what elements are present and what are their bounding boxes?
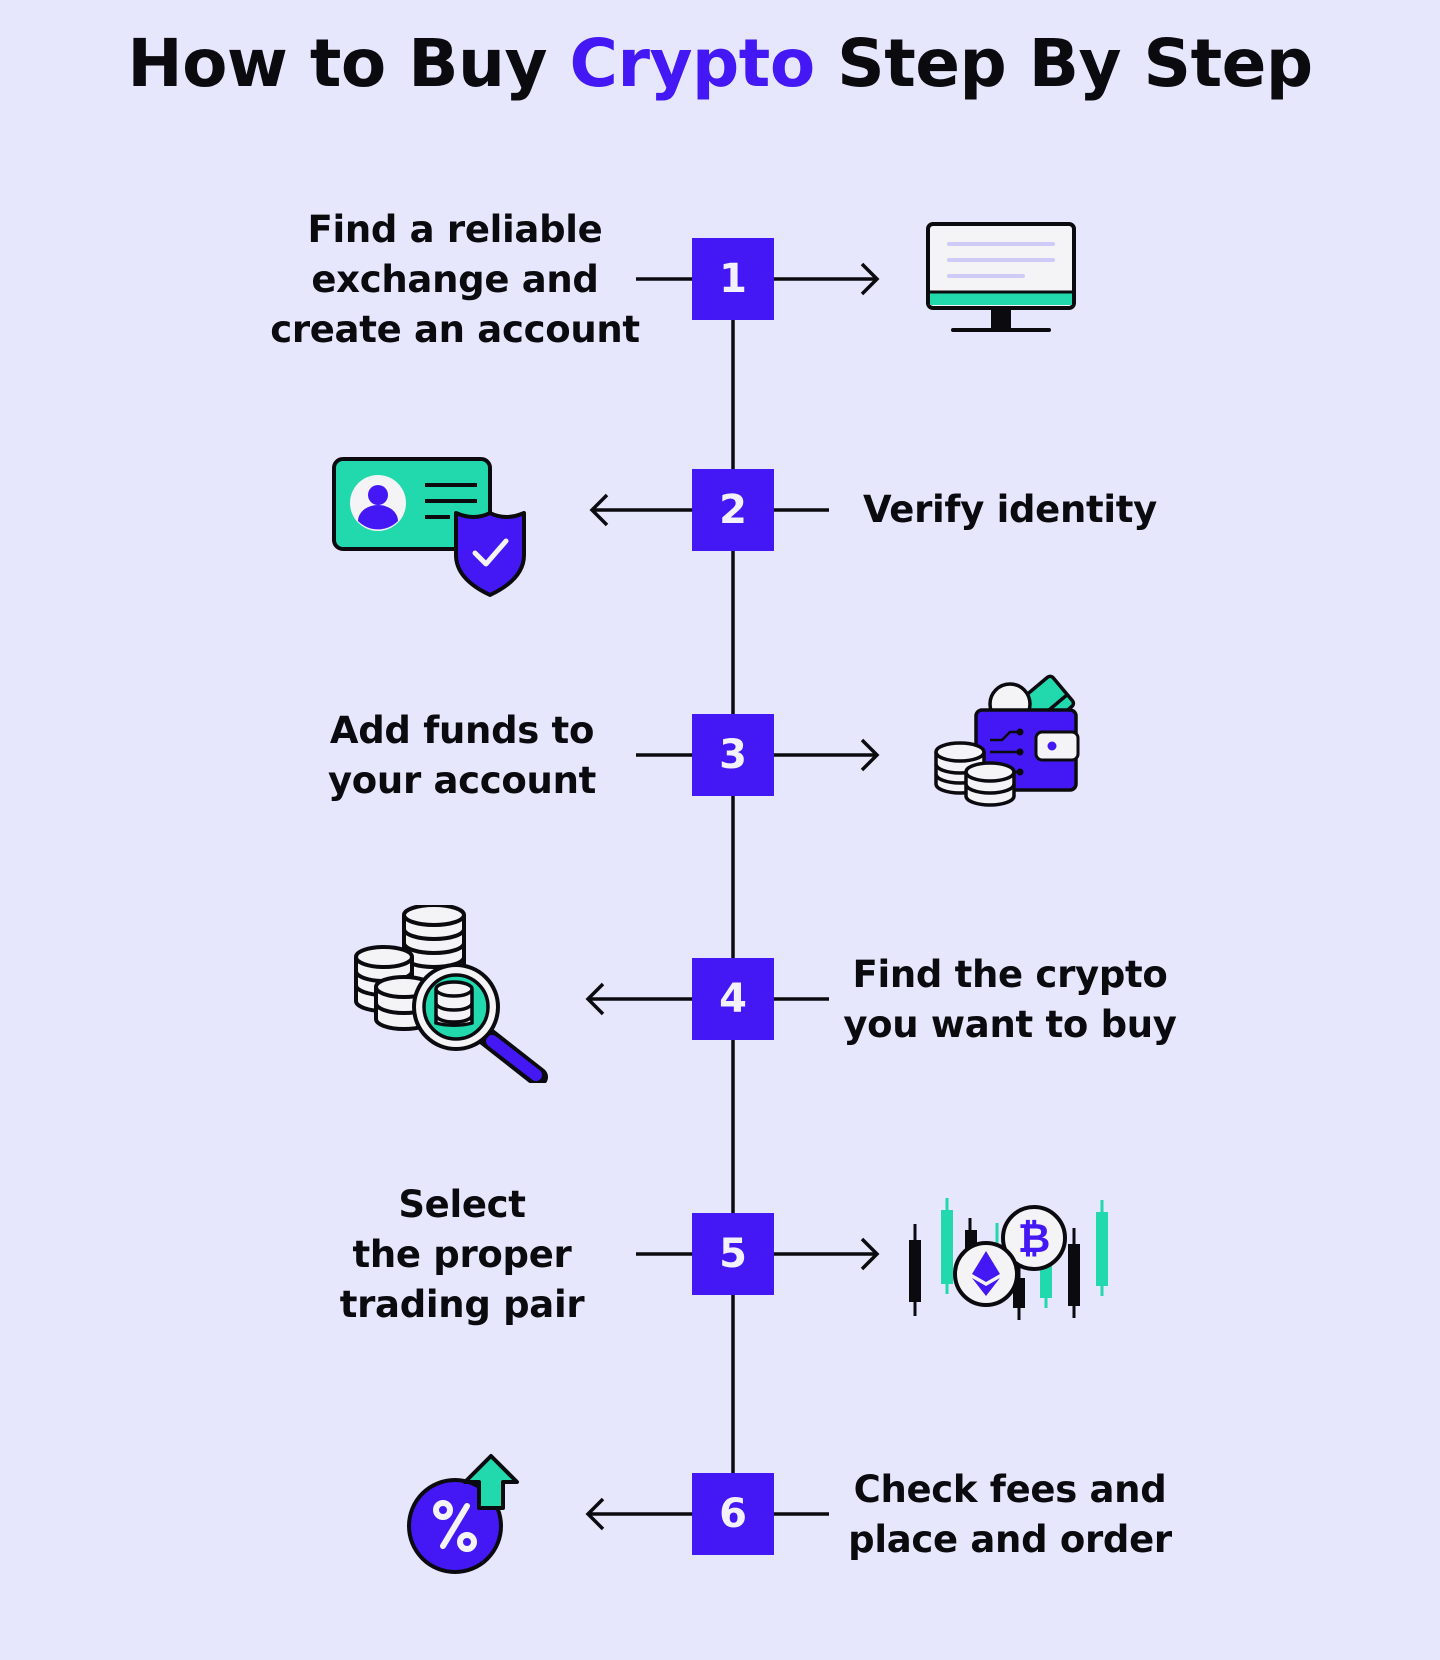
coins-magnifier-icon [354, 905, 548, 1083]
step-6-text: Check fees and place and order [848, 1468, 1172, 1561]
title-suffix: Step By Step [814, 25, 1313, 102]
svg-text:₿: ₿ [1018, 1216, 1051, 1262]
step-3-text: Add funds to your account [327, 709, 597, 802]
step-2-number-badge: 2 [692, 469, 774, 551]
step-4-number-badge: 4 [692, 958, 774, 1040]
step-6-arrow-head-icon [585, 1497, 605, 1531]
step-4-text: Find the crypto you want to buy [843, 953, 1177, 1046]
step-4-arrow-head-icon [585, 982, 605, 1016]
step-5-text: Select the proper trading pair [339, 1183, 585, 1326]
step-2-text: Verify identity [862, 488, 1157, 531]
step-3-arrow-head-icon [860, 738, 880, 772]
step-1-text: Find a reliable exchange and create an a… [270, 208, 640, 351]
step-1-arrow-head-icon [860, 262, 880, 296]
trading-pair-chart-icon: ₿ [909, 1198, 1108, 1320]
step-2-arrow-head-icon [589, 493, 609, 527]
wallet-coins-icon [934, 674, 1080, 807]
step-3-number-badge: 3 [692, 714, 774, 796]
step-5-arrow-head-icon [860, 1237, 880, 1271]
monitor-icon [926, 222, 1076, 332]
title-prefix: How to Buy [127, 25, 570, 102]
id-card-shield-icon [332, 457, 526, 597]
page-title: How to Buy Crypto Step By Step [0, 26, 1440, 102]
step-1-number-badge: 1 [692, 238, 774, 320]
step-6-number-badge: 6 [692, 1473, 774, 1555]
percent-up-icon [407, 1454, 519, 1574]
title-accent: Crypto [569, 25, 816, 102]
step-5-number-badge: 5 [692, 1213, 774, 1295]
